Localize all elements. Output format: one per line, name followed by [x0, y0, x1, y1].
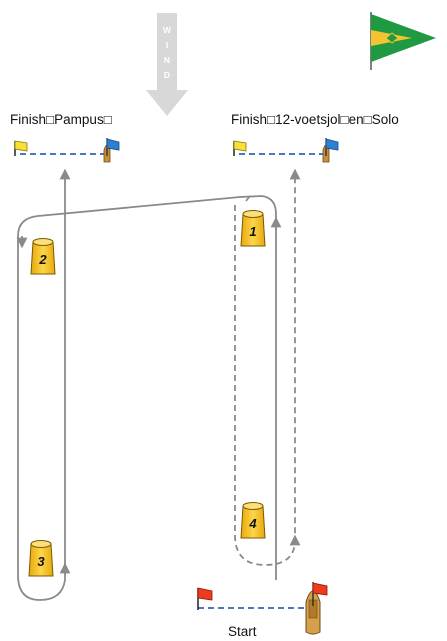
finish-flag-icon	[14, 140, 28, 156]
mark-4-label: 4	[248, 516, 257, 531]
course-route-12-voetsjol-solo	[234, 168, 301, 566]
mark-4: 4	[240, 502, 266, 539]
mark-2-label: 2	[38, 252, 47, 267]
start-line	[197, 582, 328, 635]
committee-boat-icon	[305, 582, 328, 635]
club-pennant-icon	[370, 12, 436, 70]
start-flag-icon	[197, 587, 213, 610]
course-route-pampus	[16, 168, 277, 601]
committee-boat-icon	[322, 138, 339, 163]
mark-1: 1	[240, 210, 266, 247]
finish-12-voetsjol-solo-label: Finish□12-voetsjol□en□Solo	[231, 112, 399, 127]
mark-2: 2	[30, 238, 56, 275]
wind-arrow-icon: W I N D	[146, 13, 188, 116]
wind-label-i: I	[166, 40, 168, 50]
mark-3-label: 3	[37, 554, 45, 569]
mark-3: 3	[28, 540, 54, 577]
committee-boat-icon	[103, 138, 120, 163]
finish-line-right	[233, 138, 339, 163]
start-label: Start	[228, 624, 257, 639]
finish-pampus-label: Finish□Pampus□	[10, 112, 112, 127]
wind-label-w: W	[163, 25, 172, 35]
finish-flag-icon	[233, 140, 247, 156]
wind-label-n: N	[164, 55, 170, 65]
mark-1-label: 1	[249, 224, 256, 239]
wind-label-d: D	[164, 70, 170, 80]
finish-line-left	[14, 138, 120, 163]
